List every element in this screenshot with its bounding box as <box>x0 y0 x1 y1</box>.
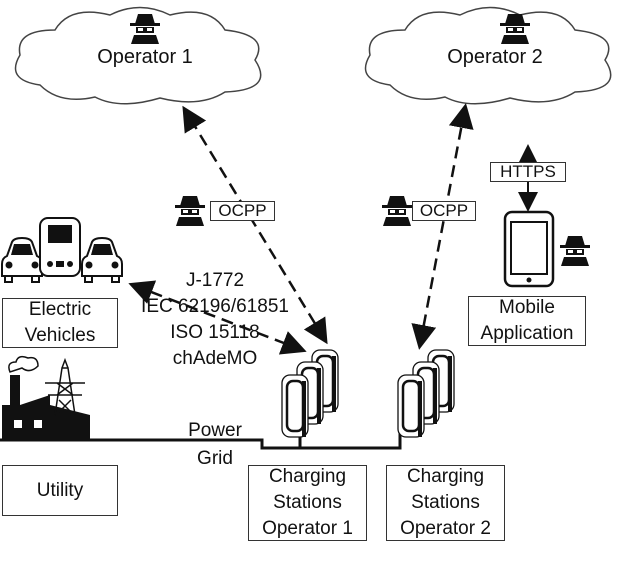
pylon-icon <box>45 357 85 416</box>
cs1-line: Stations <box>273 492 342 513</box>
standard-iec: IEC 62196/61851 <box>141 296 289 317</box>
charger-icon <box>396 348 456 439</box>
power-line <box>0 420 402 450</box>
ev-arrow <box>128 280 307 355</box>
cs2-line: Stations <box>411 492 480 513</box>
car-icon <box>81 237 123 283</box>
standard-j1772: J-1772 <box>185 270 245 291</box>
cloud-icon <box>14 6 262 105</box>
mobile-box-line: Mobile <box>499 297 555 318</box>
ev-standards: J-1772 IEC 62196/61851 ISO 15118 chAdeMO <box>130 268 300 372</box>
hacker-icon <box>382 196 412 226</box>
truck-icon <box>39 217 81 277</box>
smartphone-icon <box>503 210 555 288</box>
mobile-application-box: Mobile Application <box>468 296 586 346</box>
mobile-box-line: Application <box>480 323 574 344</box>
power-label: Power <box>188 420 242 441</box>
cs1-line: Charging <box>268 466 347 487</box>
electric-vehicles-box: Electric Vehicles <box>2 298 118 348</box>
cs1-line: Operator 1 <box>262 518 353 539</box>
utility-box: Utility <box>2 465 118 516</box>
standard-iso: ISO 15118 <box>170 322 260 343</box>
ocpp-tag-1: OCPP <box>210 201 275 221</box>
cloud-icon <box>364 6 612 105</box>
ev-box-line: Vehicles <box>24 325 96 346</box>
standard-chademo: chAdeMO <box>172 348 258 369</box>
factory-icon <box>2 355 90 440</box>
car-icon <box>1 237 43 283</box>
ev-box-line: Electric <box>28 299 92 320</box>
cs-operator1-box: Charging Stations Operator 1 <box>248 465 367 541</box>
ocpp-tag-2: OCPP <box>412 201 476 221</box>
grid-label: Grid <box>197 448 233 469</box>
cs2-line: Charging <box>406 466 485 487</box>
hacker-icon <box>175 196 205 226</box>
ocpp-arrow-operator2 <box>411 103 474 350</box>
https-tag: HTTPS <box>490 162 566 182</box>
operator1-label: Operator 1 <box>97 46 193 68</box>
operator2-label: Operator 2 <box>447 46 543 68</box>
cs-operator2-box: Charging Stations Operator 2 <box>386 465 505 541</box>
hacker-icon <box>560 236 590 266</box>
cs2-line: Operator 2 <box>400 518 491 539</box>
